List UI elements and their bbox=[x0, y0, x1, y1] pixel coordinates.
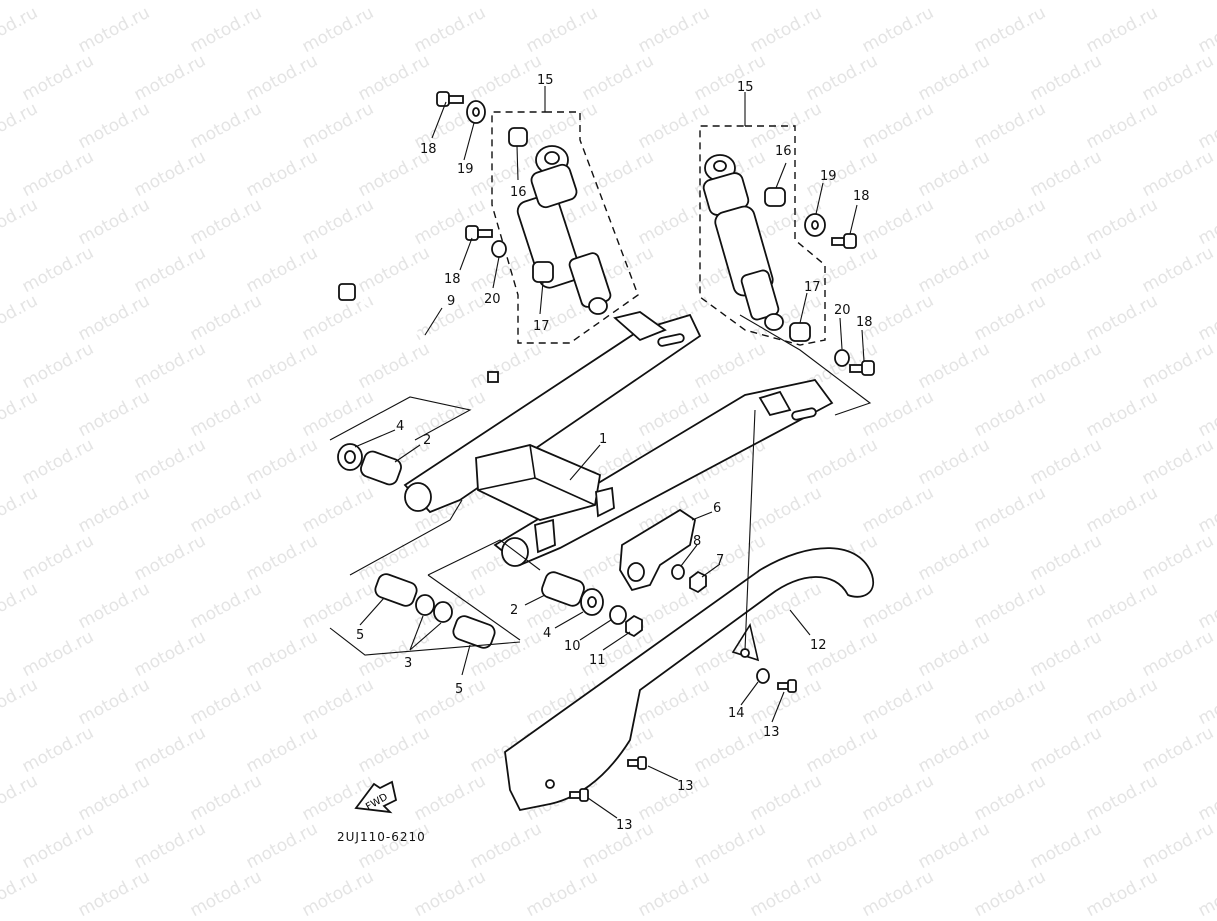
callout-4-right: 4 bbox=[543, 626, 551, 641]
washer-3-a bbox=[415, 594, 435, 616]
callout-4-left: 4 bbox=[396, 419, 404, 434]
washer-19-left bbox=[466, 100, 486, 124]
callout-13-b: 13 bbox=[677, 779, 694, 794]
bush-5-right bbox=[452, 615, 496, 649]
callout-18-b: 18 bbox=[444, 272, 461, 287]
callout-17-left: 17 bbox=[533, 319, 550, 334]
callout-5-right: 5 bbox=[455, 682, 463, 697]
washer-20-left bbox=[491, 240, 507, 258]
pivot-shaft-9 bbox=[338, 283, 499, 383]
nut-7 bbox=[689, 570, 707, 594]
callout-13-a: 13 bbox=[763, 725, 780, 740]
left-shock-dashed-outline bbox=[491, 111, 639, 344]
callout-6: 6 bbox=[713, 501, 721, 516]
swingarm-1 bbox=[403, 311, 834, 567]
callout-2-left: 2 bbox=[423, 433, 431, 448]
callout-12: 12 bbox=[810, 638, 827, 653]
callout-2-right: 2 bbox=[510, 603, 518, 618]
chain-guide-6 bbox=[619, 508, 697, 592]
bush-2-right bbox=[541, 571, 585, 607]
callout-labels: 15 15 18 19 16 17 18 20 9 16 19 18 17 20… bbox=[356, 73, 873, 833]
callout-18-d: 18 bbox=[856, 315, 873, 330]
bolt-18-right-upper bbox=[831, 233, 857, 249]
screw-13-c bbox=[569, 788, 589, 802]
washer-8 bbox=[671, 564, 685, 580]
callout-8: 8 bbox=[693, 534, 701, 549]
right-bush-17 bbox=[789, 322, 811, 342]
left-bush-16 bbox=[508, 127, 528, 147]
washer-14 bbox=[756, 668, 770, 684]
chain-case-12 bbox=[504, 547, 875, 812]
left-bush-17 bbox=[532, 261, 554, 283]
callout-15-right: 15 bbox=[737, 80, 754, 95]
callout-3: 3 bbox=[404, 656, 412, 671]
fwd-arrow: FWD bbox=[354, 780, 398, 814]
callout-15-left: 15 bbox=[537, 73, 554, 88]
callout-18-c: 18 bbox=[853, 189, 870, 204]
bush-2-left bbox=[360, 450, 402, 486]
callout-20-left: 20 bbox=[484, 292, 501, 307]
bolt-18-mid-left bbox=[465, 225, 493, 241]
assembly-lines bbox=[329, 314, 872, 656]
washer-19-right bbox=[804, 213, 826, 237]
callout-10: 10 bbox=[564, 639, 581, 654]
drawing-code: 2UJ110-6210 bbox=[337, 830, 426, 844]
callout-14: 14 bbox=[728, 706, 745, 721]
callout-16-left: 16 bbox=[510, 185, 527, 200]
oil-seal-4-left bbox=[337, 443, 363, 471]
leader-lines bbox=[354, 86, 865, 819]
callout-19-right: 19 bbox=[820, 169, 837, 184]
callout-9: 9 bbox=[447, 294, 455, 309]
callout-1: 1 bbox=[599, 432, 607, 447]
right-bush-16 bbox=[764, 187, 786, 207]
washer-10 bbox=[609, 605, 627, 625]
callout-7: 7 bbox=[716, 553, 724, 568]
callout-11: 11 bbox=[589, 653, 606, 668]
nut-11 bbox=[625, 614, 643, 638]
callout-5-left: 5 bbox=[356, 628, 364, 643]
bolt-18-top-left bbox=[436, 91, 464, 107]
washer-20-right bbox=[834, 349, 850, 367]
bolt-18-right-lower bbox=[849, 360, 875, 376]
callout-17-right: 17 bbox=[804, 280, 821, 295]
screw-13-a bbox=[777, 679, 797, 693]
left-shock-absorber bbox=[516, 145, 612, 315]
right-shock-dashed-outline bbox=[699, 125, 826, 346]
callout-19-left: 19 bbox=[457, 162, 474, 177]
bush-5-left bbox=[374, 573, 418, 607]
washer-3-b bbox=[433, 601, 453, 623]
callout-16-right: 16 bbox=[775, 144, 792, 159]
callout-18-a: 18 bbox=[420, 142, 437, 157]
right-shock-absorber bbox=[702, 154, 784, 331]
oil-seal-4-right bbox=[580, 588, 604, 616]
callout-13-c: 13 bbox=[616, 818, 633, 833]
screw-13-b bbox=[627, 756, 647, 770]
callout-20-right: 20 bbox=[834, 303, 851, 318]
